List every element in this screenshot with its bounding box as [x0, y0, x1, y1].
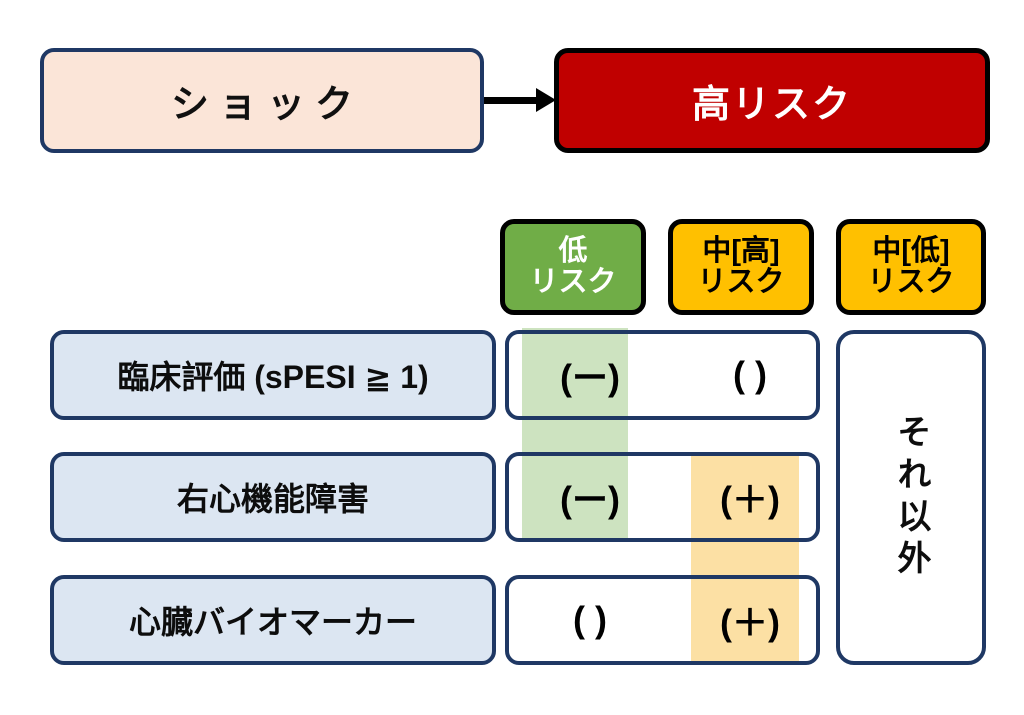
cell-cardiac-biomarker-low-risk: ( ) [573, 599, 607, 640]
column-header-low-risk-line2: リスク [529, 266, 617, 298]
criteria-cells-cardiac-biomarker: ( ) (＋) [505, 575, 820, 665]
column-header-mid-high-risk-line2: リスク [697, 266, 785, 298]
otherwise-box: それ以外 [836, 330, 986, 665]
high-risk-box: 高リスク [554, 48, 990, 153]
criteria-label-clinical-evaluation: 臨床評価 (sPESI ≧ 1) [50, 330, 496, 420]
column-header-mid-high-risk: 中[高] リスク [668, 219, 814, 315]
cell-clinical-evaluation-low-risk: (ー) [560, 357, 620, 398]
cell-clinical-evaluation-mid-high-risk: ( ) [733, 354, 767, 395]
highlight-band-mid-high-risk [691, 452, 799, 665]
criteria-label-right-heart-dysfunction: 右心機能障害 [50, 452, 496, 542]
column-header-mid-low-risk-line1: 中[低] [872, 234, 950, 267]
column-header-low-risk: 低 リスク [500, 219, 646, 315]
cell-right-heart-dysfunction-mid-high-risk: (＋) [720, 479, 780, 520]
cell-cardiac-biomarker-mid-high-risk: (＋) [720, 602, 780, 643]
arrow-right-icon [484, 88, 558, 112]
highlight-band-low-risk [522, 328, 628, 540]
column-header-mid-low-risk: 中[低] リスク [836, 219, 986, 315]
otherwise-label: それ以外 [892, 413, 930, 582]
shock-box: ショック [40, 48, 484, 153]
criteria-cells-right-heart-dysfunction: (ー) (＋) [505, 452, 820, 542]
cell-right-heart-dysfunction-low-risk: (ー) [560, 479, 620, 520]
criteria-label-cardiac-biomarker: 心臓バイオマーカー [50, 575, 496, 665]
column-header-mid-high-risk-line1: 中[高] [702, 234, 780, 267]
criteria-cells-clinical-evaluation: (ー) ( ) [505, 330, 820, 420]
column-header-mid-low-risk-line2: リスク [867, 266, 955, 298]
column-header-low-risk-line1: 低 [558, 234, 588, 267]
